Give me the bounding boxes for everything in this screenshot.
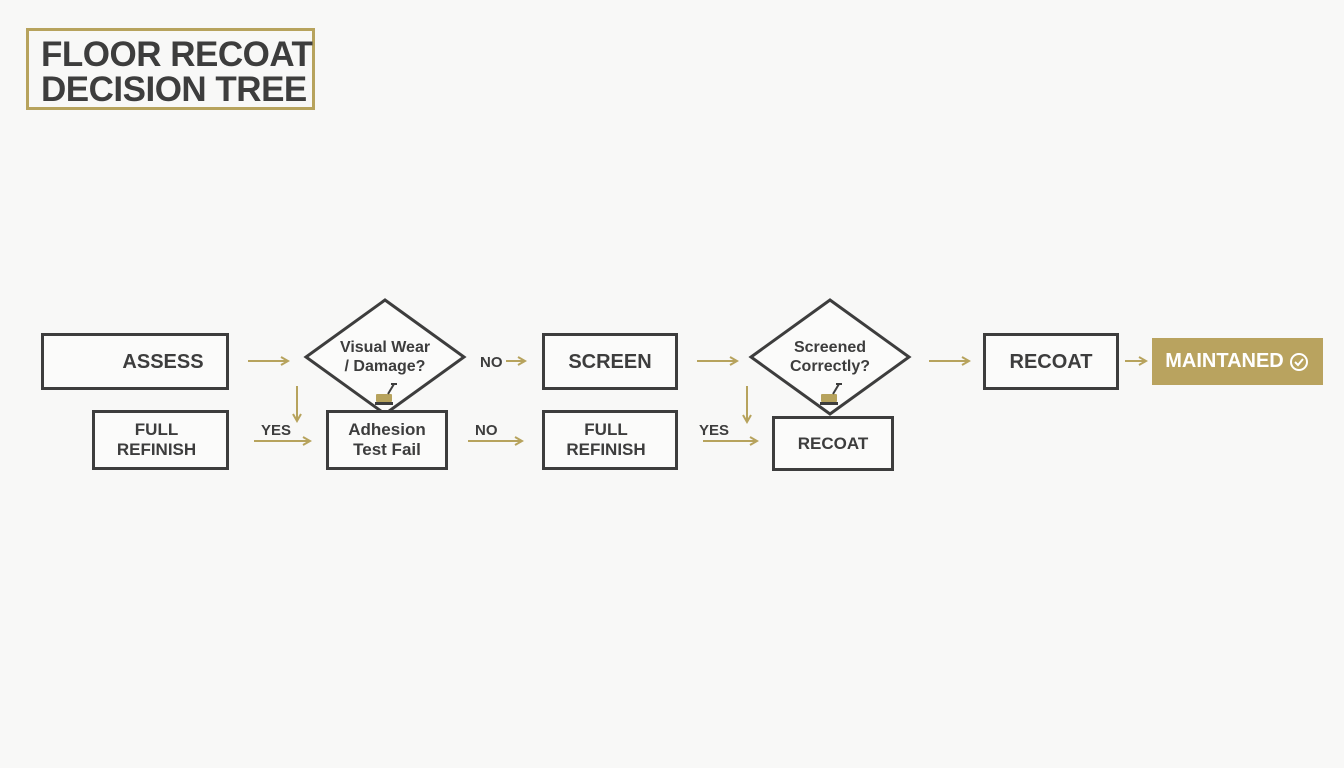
- node-screen-label: SCREEN: [568, 350, 652, 373]
- node-recoat-top-label: RECOAT: [1009, 350, 1093, 373]
- title-line-1: FLOOR RECOAT: [41, 35, 313, 74]
- node-visual-wear-label: Visual Wear / Damage?: [339, 339, 431, 375]
- edge-label-no-visual: NO: [480, 354, 503, 371]
- node-maintained-label: MAINTANED: [1165, 350, 1284, 372]
- check-circle-icon: [1289, 352, 1308, 371]
- node-screened-label: Screened Correctly?: [789, 339, 871, 375]
- node-full-refinish-2-label: FULL REFINISH: [566, 420, 646, 459]
- edge-label-yes-right: YES: [699, 422, 730, 439]
- node-recoat-top: RECOAT: [983, 333, 1119, 390]
- node-adhesion-test-label: Adhesion Test Fail: [348, 420, 426, 459]
- node-adhesion-test: Adhesion Test Fail: [326, 410, 448, 470]
- node-assess-label: ASSESS: [122, 350, 204, 373]
- node-screen: SCREEN: [542, 333, 678, 390]
- node-recoat-bottom: RECOAT: [772, 416, 894, 471]
- node-full-refinish-1: FULL REFINISH: [92, 410, 229, 470]
- title-line-2: DECISION TREE: [41, 70, 307, 109]
- floor-sander-icon: [820, 383, 842, 405]
- node-full-refinish-1-label: FULL REFINISH: [116, 420, 197, 459]
- decision-diamond-screened: [748, 298, 912, 416]
- diagram-title: FLOOR RECOAT DECISION TREE: [26, 28, 315, 110]
- node-assess: ASSESS: [41, 333, 229, 390]
- edge-label-yes-left: YES: [261, 422, 292, 439]
- floor-sander-icon: [375, 383, 397, 405]
- node-maintained: MAINTANED: [1152, 338, 1323, 385]
- node-recoat-bottom-label: RECOAT: [797, 433, 869, 453]
- node-full-refinish-2: FULL REFINISH: [542, 410, 678, 470]
- edge-label-no-adhesion: NO: [475, 422, 498, 439]
